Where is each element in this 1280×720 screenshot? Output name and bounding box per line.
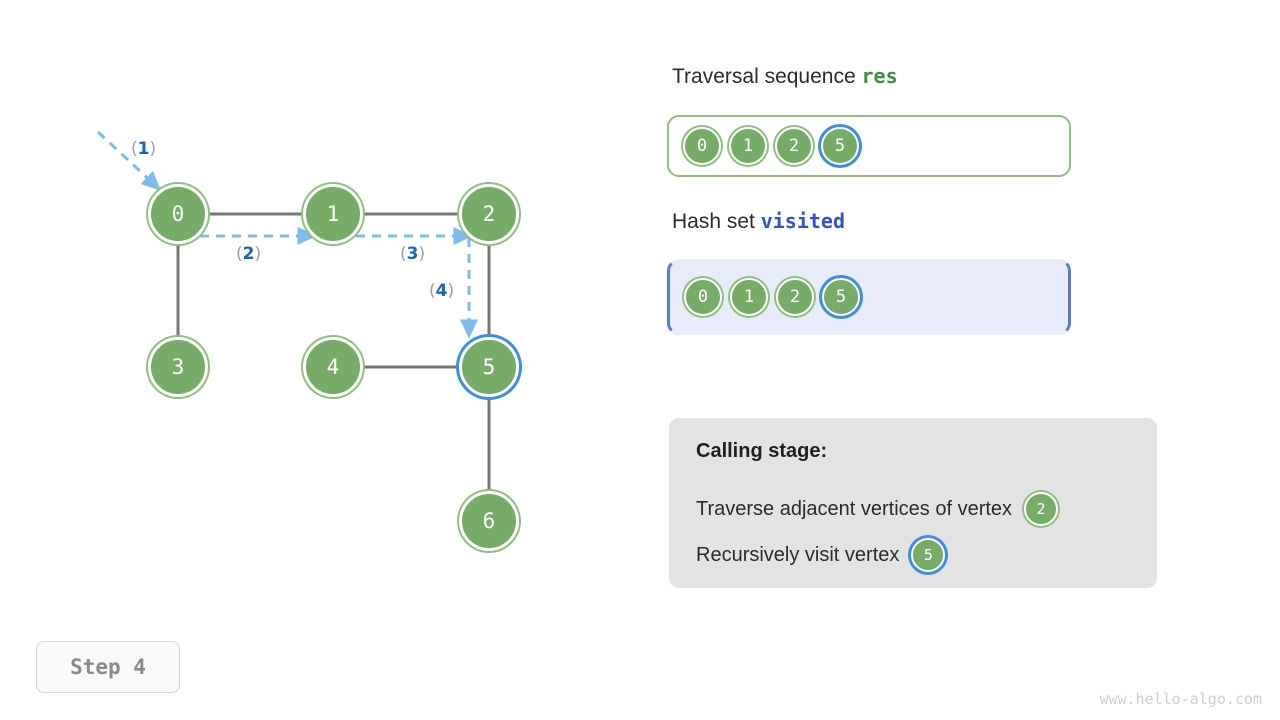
res-chip-3[interactable]: 5 [821, 127, 859, 165]
traversal-label-4-number: 4 [435, 281, 448, 301]
res-caption-code: res [861, 64, 898, 88]
visited-caption-text: Hash set [672, 210, 755, 233]
calling-stage-line-1-vertex-label: 2 [1036, 500, 1046, 518]
graph-vertex-0[interactable]: 0 [148, 184, 208, 244]
visited-chip-0[interactable]: 0 [684, 278, 722, 316]
res-caption-text: Traversal sequence [672, 65, 856, 88]
res-chip-3-label: 5 [834, 136, 846, 156]
watermark: www.hello-algo.com [1099, 690, 1262, 708]
traversal-label-2: (2) [236, 244, 262, 264]
traversal-arrow-1 [96, 130, 162, 191]
res-chip-2-label: 2 [788, 136, 800, 156]
graph-vertex-2[interactable]: 2 [459, 184, 519, 244]
graph-vertex-6[interactable]: 6 [459, 491, 519, 551]
calling-stage-line-1-text: Traverse adjacent vertices of vertex [696, 497, 1013, 520]
calling-stage-box: Calling stage: Traverse adjacent vertice… [669, 418, 1157, 588]
graph-vertex-3[interactable]: 3 [148, 337, 208, 397]
traversal-label-4: (4) [429, 281, 455, 301]
traversal-arrows [96, 130, 478, 339]
graph-vertex-1-label: 1 [326, 202, 340, 226]
res-chip-2[interactable]: 2 [775, 127, 813, 165]
calling-stage-line-1-vertex[interactable]: 2 [1024, 492, 1059, 526]
visited-box: 0 1 2 5 [667, 259, 1071, 335]
graph-canvas [96, 130, 491, 493]
graph-vertex-4[interactable]: 4 [303, 337, 363, 397]
visited-chip-1[interactable]: 1 [730, 278, 768, 316]
visited-caption-code: visited [760, 209, 846, 233]
res-caption: Traversal sequence res [672, 64, 898, 89]
graph-vertex-2-label: 2 [482, 202, 496, 226]
graph-vertex-1[interactable]: 1 [303, 184, 363, 244]
traversal-label-3: (3) [400, 244, 426, 264]
calling-stage-line-2: Recursively visit vertex 5 [696, 538, 946, 572]
traversal-label-2-number: 2 [242, 244, 255, 264]
traversal-label-3-number: 3 [406, 244, 419, 264]
res-chip-1-label: 1 [742, 136, 754, 156]
graph-vertex-5[interactable]: 5 [459, 337, 519, 397]
calling-stage-line-2-text: Recursively visit vertex [696, 543, 900, 566]
res-box: 0 1 2 5 [667, 115, 1071, 177]
calling-stage-line-1: Traverse adjacent vertices of vertex 2 [696, 492, 1059, 526]
graph-vertex-0-label: 0 [171, 202, 185, 226]
graph-vertex-3-label: 3 [171, 355, 185, 379]
visited-chip-1-label: 1 [743, 287, 755, 307]
traversal-label-1: (1) [131, 139, 157, 159]
res-chip-row: 0 1 2 5 [683, 127, 859, 165]
visited-caption: Hash set visited [672, 209, 845, 234]
res-chip-0-label: 0 [696, 136, 708, 156]
step-badge: Step 4 [36, 641, 180, 693]
traversal-label-1-number: 1 [137, 139, 150, 159]
graph-vertex-4-label: 4 [326, 355, 340, 379]
visited-chip-0-label: 0 [697, 287, 709, 307]
graph-edges [176, 212, 491, 493]
calling-stage-title: Calling stage: [696, 440, 828, 462]
res-chip-1[interactable]: 1 [729, 127, 767, 165]
graph-vertex-6-label: 6 [482, 509, 496, 533]
graph-vertex-5-label: 5 [482, 355, 496, 379]
res-chip-0[interactable]: 0 [683, 127, 721, 165]
right-panel: Traversal sequence res 0 1 2 5 Hash set … [660, 0, 1280, 720]
step-badge-label: Step 4 [70, 655, 146, 679]
visited-chip-3-label: 5 [835, 287, 847, 307]
calling-stage-line-2-vertex-label: 5 [923, 546, 933, 564]
visited-chip-2-label: 2 [789, 287, 801, 307]
graph-panel: 0 1 2 3 4 5 6 (1) (2) (3) (4) [96, 130, 519, 551]
visited-chip-row: 0 1 2 5 [684, 278, 860, 316]
visited-chip-3[interactable]: 5 [822, 278, 860, 316]
visited-chip-2[interactable]: 2 [776, 278, 814, 316]
calling-stage-line-2-vertex[interactable]: 5 [911, 538, 946, 572]
